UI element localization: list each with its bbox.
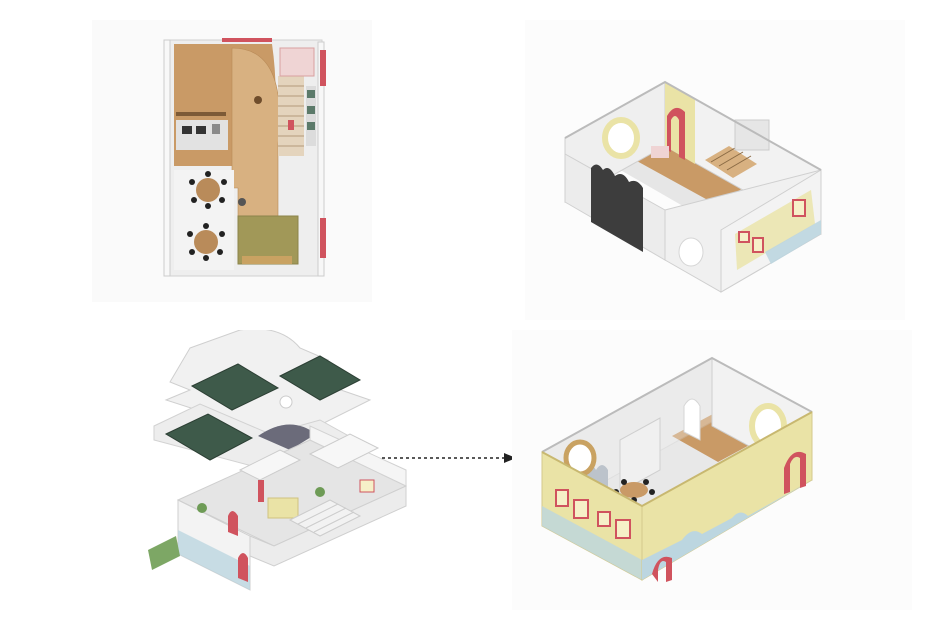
plan-monitor-1 [182, 126, 192, 134]
iso1-small-window-2 [752, 237, 764, 253]
iso1-oval-opening [678, 237, 704, 267]
yellow-partition [267, 497, 299, 519]
iso2-window-b [573, 499, 589, 519]
exploded-axonometric [148, 330, 408, 591]
plan-light-dot [254, 96, 262, 104]
dome-piece [258, 424, 316, 450]
iso2-window-d [615, 519, 631, 539]
isometric-room-top-panel [525, 20, 905, 320]
plant-2 [197, 503, 207, 513]
plant-1 [315, 487, 325, 497]
iso1-pink-arch [667, 107, 685, 160]
plan-pink-rug [279, 47, 315, 77]
plan-desk [176, 120, 228, 150]
iso2-wall-rim [541, 356, 813, 453]
iso2-window-a [555, 489, 569, 507]
plan-top-window [222, 38, 272, 42]
roof-skylight [279, 395, 293, 409]
green-roof-panel-3 [164, 413, 254, 461]
iso2-round-table [613, 479, 655, 503]
building-blue-base [178, 530, 250, 590]
isometric-room-bottom-panel [512, 330, 912, 610]
plan-floor-marker [238, 198, 246, 206]
iso1-dark-scallop-panel [591, 164, 643, 252]
plan-right-wall [317, 41, 325, 277]
iso2-pink-arch-2 [784, 451, 806, 494]
green-roof-panel-2 [278, 355, 362, 401]
grass-patch [148, 536, 180, 570]
iso2-blue-wave-wall [642, 480, 812, 580]
plan-stairs [278, 76, 304, 156]
isometric-room-bottom [541, 356, 813, 582]
iso1-stairs [705, 146, 757, 178]
iso1-small-window-3 [792, 199, 806, 217]
iso1-pink-rug [651, 146, 669, 158]
plan-round-table-1 [189, 171, 227, 209]
exploded-stairs [288, 499, 362, 537]
inner-pink-door [258, 480, 264, 502]
iso1-round-window [602, 117, 640, 159]
plan-bookshelf [306, 86, 316, 146]
inner-room-1 [238, 449, 302, 481]
plan-right-window-2 [320, 218, 326, 258]
iso2-partition-wall [619, 417, 661, 493]
plan-bench [242, 256, 292, 264]
plan-right-window-1 [320, 50, 326, 86]
plan-round-table-2 [187, 223, 225, 261]
iso2-arch-window [683, 398, 701, 441]
iso2-front-rim [541, 411, 813, 508]
plan-shelf [176, 112, 226, 116]
iso1-blue-patch [765, 220, 821, 264]
iso1-wall-rim [564, 80, 822, 171]
plan-monitor-2 [196, 126, 206, 134]
iso1-small-window-1 [738, 231, 750, 243]
dashed-arrow-icon [382, 453, 516, 463]
isometric-room-top [564, 80, 822, 293]
iso2-blue-base-left [542, 506, 642, 580]
plan-left-wall [163, 39, 171, 277]
arch-door-1 [228, 511, 238, 536]
iso2-window-c [597, 511, 611, 527]
plan-chair [212, 124, 220, 134]
floor-plan-drawing [163, 38, 326, 277]
arch-door-2 [238, 553, 248, 582]
iso2-pink-arch-1 [652, 556, 672, 582]
exploded-axonometric-panel [140, 330, 430, 600]
green-roof-panel-1 [190, 363, 280, 411]
floor-plan-panel [92, 20, 372, 302]
side-window [359, 479, 375, 493]
inner-room-2 [308, 433, 380, 469]
